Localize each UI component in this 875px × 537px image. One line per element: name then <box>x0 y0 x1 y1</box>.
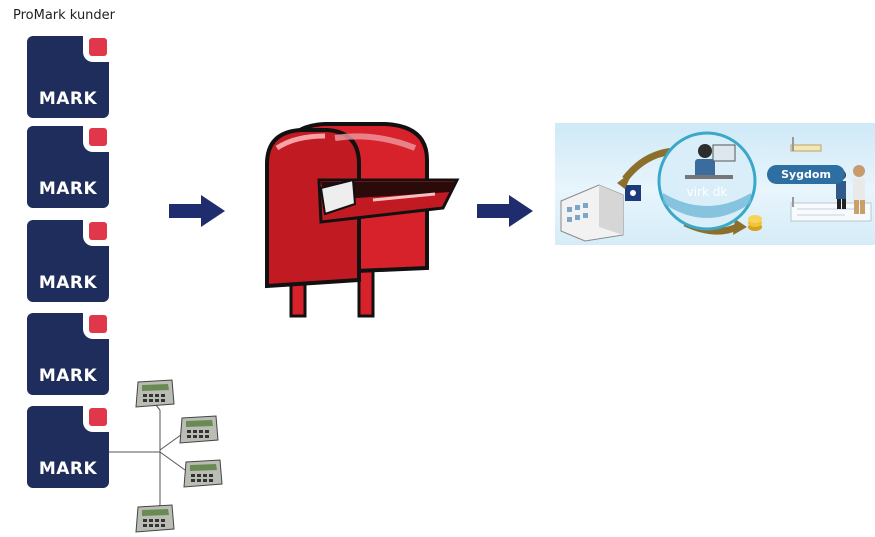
time-terminal-icon <box>134 503 176 535</box>
time-terminal-icon <box>134 378 176 410</box>
arrow-right-icon <box>167 193 227 229</box>
virk-portal-illustration: Sygdom virk dk <box>555 123 875 245</box>
arrow-right-icon <box>475 193 535 229</box>
mailbox-icon <box>255 118 465 323</box>
virk-logo-text: virk dk <box>682 185 732 199</box>
sygdom-badge: Sygdom <box>767 165 845 184</box>
time-terminal-icon <box>178 414 220 446</box>
time-terminal-icon <box>182 458 224 490</box>
